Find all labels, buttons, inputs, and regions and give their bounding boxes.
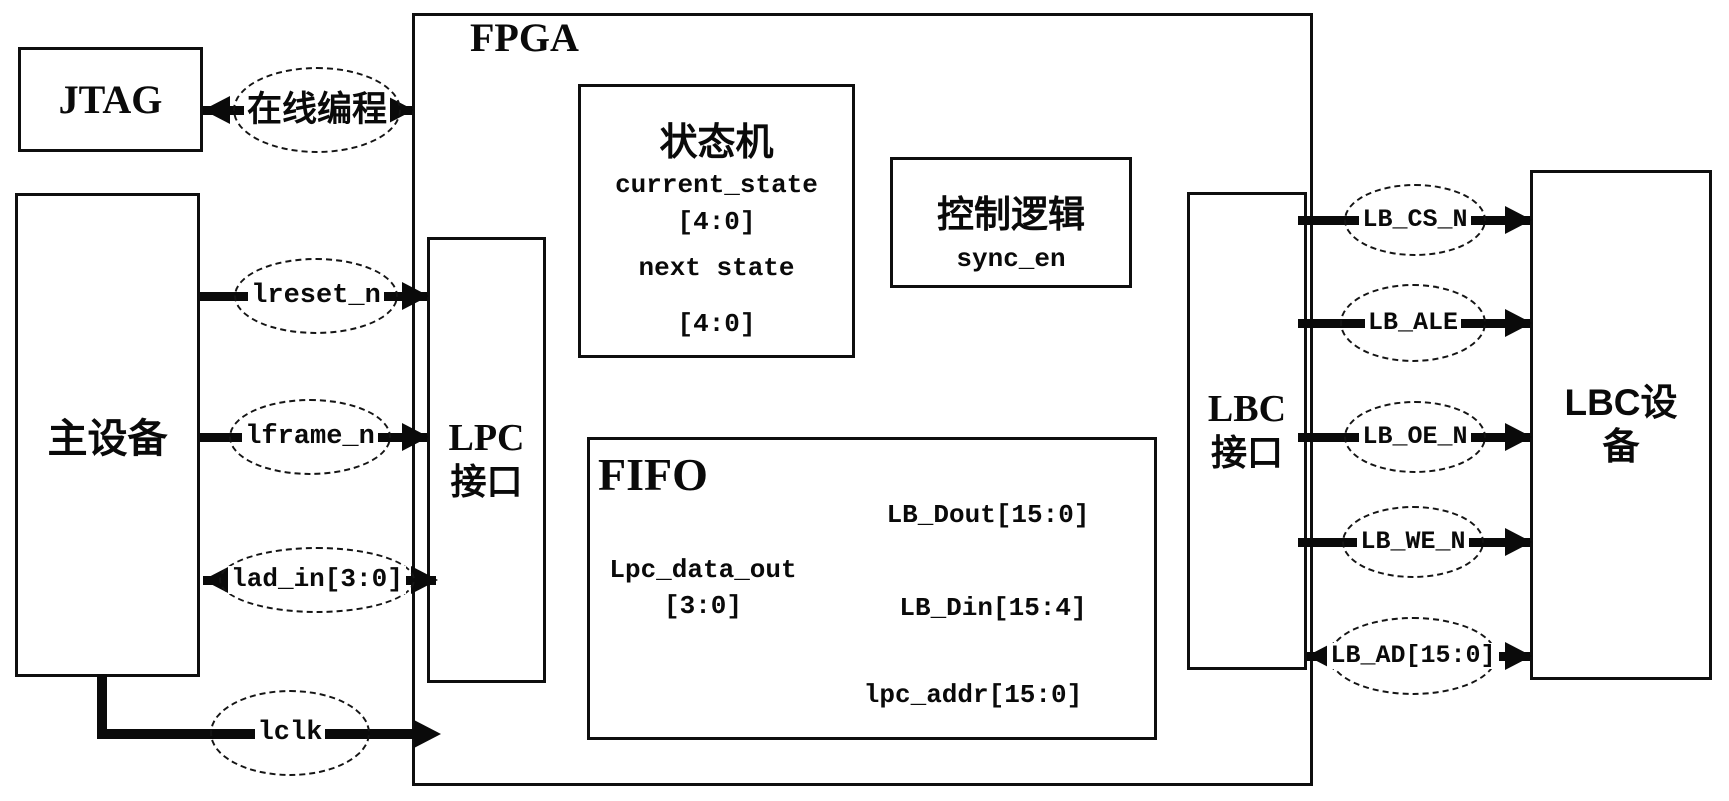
lb-cs-arrow bbox=[1505, 206, 1532, 234]
jtag-label: JTAG bbox=[58, 77, 163, 122]
lframe-label: lframe_n bbox=[242, 422, 378, 451]
lb-oe-arrow bbox=[1505, 423, 1532, 451]
fpga-label: FPGA bbox=[470, 15, 579, 60]
lb-ale-ellipse: LB_ALE bbox=[1340, 284, 1486, 362]
fifo-lb-dout: LB_Dout[15:0] bbox=[886, 500, 1090, 530]
lbc-interface-block: LBC 接口 bbox=[1187, 192, 1307, 670]
control-logic-signal: sync_en bbox=[956, 244, 1066, 274]
fifo-lb-din: LB_Din[15:4] bbox=[899, 593, 1087, 623]
lbc-device-block: LBC设 备 bbox=[1530, 170, 1712, 680]
lclk-arrow bbox=[414, 720, 441, 748]
fifo-lpc-data-out: Lpc_data_out [3:0] bbox=[590, 552, 816, 624]
lreset-label: lreset_n bbox=[248, 281, 384, 310]
lpc-interface-block: LPC 接口 bbox=[427, 237, 546, 683]
fifo-lpc-data-out-range: [3:0] bbox=[663, 591, 742, 621]
online-programming-ellipse: 在线编程 bbox=[233, 67, 401, 153]
state-machine-title: 状态机 bbox=[659, 122, 774, 164]
lframe-arrow bbox=[402, 423, 429, 451]
lb-ale-arrow bbox=[1505, 309, 1532, 337]
jtag-block: JTAG bbox=[18, 47, 203, 152]
lbc-device-label-line2: 备 bbox=[1602, 426, 1640, 467]
lframe-ellipse: lframe_n bbox=[229, 399, 391, 475]
lad-in-ellipse: lad_in[3:0] bbox=[219, 547, 415, 613]
lbc-device-label-line1: LBC设 bbox=[1564, 382, 1678, 423]
lclk-label: lclk bbox=[254, 718, 326, 747]
state-machine-current-range: [4:0] bbox=[677, 207, 756, 237]
fifo-title: FIFO bbox=[598, 449, 708, 500]
lb-ad-label: LB_AD[15:0] bbox=[1327, 642, 1499, 670]
lb-we-label: LB_WE_N bbox=[1357, 528, 1469, 556]
lbc-interface-label-en: LBC bbox=[1207, 388, 1287, 430]
fifo-block: FIFO Lpc_data_out [3:0] LB_Dout[15:0] LB… bbox=[587, 437, 1157, 740]
lb-oe-ellipse: LB_OE_N bbox=[1344, 401, 1486, 473]
fifo-lpc-addr: lpc_addr[15:0] bbox=[863, 680, 1083, 710]
master-device-block: 主设备 bbox=[15, 193, 200, 677]
lclk-line-vertical bbox=[97, 674, 107, 736]
master-device-label: 主设备 bbox=[47, 417, 168, 461]
state-machine-current-state: current_state bbox=[615, 170, 818, 200]
lbc-interface-label-cn: 接口 bbox=[1210, 432, 1283, 473]
lreset-arrow bbox=[402, 282, 429, 310]
lb-ad-ellipse: LB_AD[15:0] bbox=[1327, 617, 1499, 695]
lb-cs-label: LB_CS_N bbox=[1359, 206, 1471, 234]
lb-oe-label: LB_OE_N bbox=[1359, 423, 1471, 451]
lclk-ellipse: lclk bbox=[210, 690, 370, 776]
lpc-interface-label-en: LPC bbox=[448, 417, 525, 459]
control-logic-title: 控制逻辑 bbox=[937, 194, 1085, 235]
state-machine-next-state: next state bbox=[638, 253, 795, 283]
lb-cs-ellipse: LB_CS_N bbox=[1344, 184, 1486, 256]
lreset-ellipse: lreset_n bbox=[234, 258, 398, 334]
online-programming-arrow-left bbox=[203, 96, 230, 124]
lb-ale-label: LB_ALE bbox=[1364, 309, 1461, 337]
state-machine-next-range: [4:0] bbox=[677, 309, 756, 339]
lad-in-arrow-right bbox=[411, 566, 438, 594]
online-programming-label: 在线编程 bbox=[243, 91, 390, 129]
state-machine-block: 状态机 current_state [4:0] next state [4:0] bbox=[578, 84, 855, 358]
fifo-lpc-data-out-name: Lpc_data_out bbox=[609, 555, 797, 585]
control-logic-block: 控制逻辑 sync_en bbox=[890, 157, 1132, 288]
lad-in-label: lad_in[3:0] bbox=[228, 566, 406, 594]
lb-we-arrow bbox=[1505, 528, 1532, 556]
lpc-interface-label-cn: 接口 bbox=[450, 461, 523, 502]
lb-we-ellipse: LB_WE_N bbox=[1342, 506, 1484, 578]
lb-ad-arrow-right bbox=[1505, 642, 1532, 670]
